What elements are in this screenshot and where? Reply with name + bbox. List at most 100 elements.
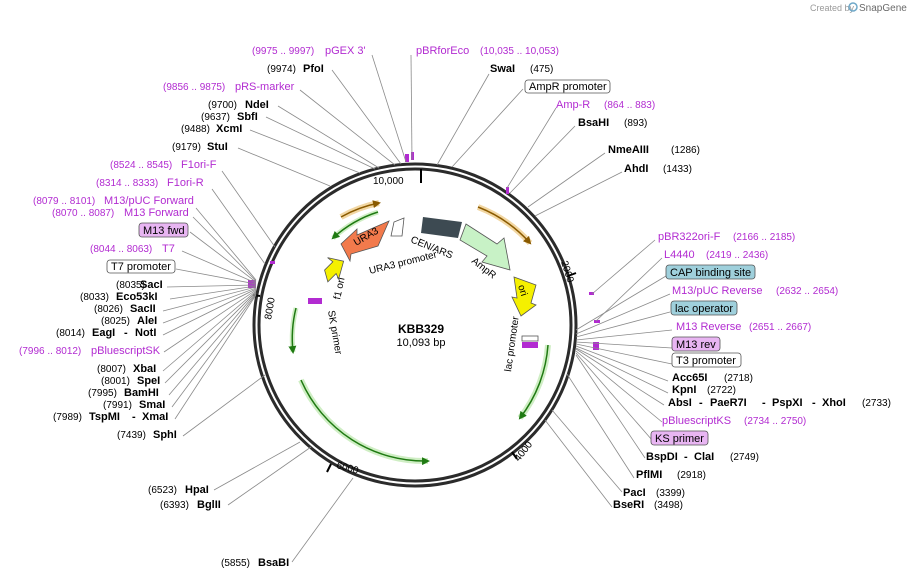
site-clai[interactable]: ClaI — [694, 451, 714, 463]
cen-ars-shape — [421, 217, 462, 238]
site-noti[interactable]: NotI — [135, 327, 156, 339]
tick-label-6000: 6000 — [335, 460, 360, 476]
primer-m13-puc-reverse[interactable]: M13/pUC Reverse — [672, 285, 762, 297]
site-xmai[interactable]: XmaI — [142, 411, 168, 423]
lac-operator-box[interactable] — [670, 300, 738, 316]
site-bsabi[interactable]: BsaBI — [258, 557, 289, 569]
site-xbai-pos: (8007) — [97, 364, 126, 375]
site-ndei[interactable]: NdeI — [245, 99, 269, 111]
primer-marker-f1orif — [270, 261, 275, 264]
site-alei-pos: (8025) — [101, 316, 130, 327]
site-nmeaiii[interactable]: NmeAIII — [608, 144, 649, 156]
site-paci[interactable]: PacI — [623, 487, 646, 499]
site-kpni-pos: (2722) — [707, 385, 736, 396]
arc-left-green — [288, 307, 297, 354]
site-xbai[interactable]: XbaI — [133, 363, 156, 375]
feature-ori[interactable]: ori — [511, 276, 537, 317]
site-pspxi[interactable]: PspXI — [772, 397, 803, 409]
site-xhoi-pos: (2733) — [862, 398, 891, 409]
site-pfoi[interactable]: PfoI — [303, 63, 324, 75]
plasmid-name: KBB329 — [398, 322, 444, 336]
watermark-brand: SnapGene — [859, 3, 907, 14]
site-spei[interactable]: SpeI — [137, 375, 160, 387]
cap-binding-site-label: CAP binding site — [670, 267, 751, 279]
site-bseri[interactable]: BseRI — [613, 499, 644, 511]
site-bspdi[interactable]: BspDI — [646, 451, 678, 463]
primer-pbr322ori-f[interactable]: pBR322ori-F — [658, 231, 721, 243]
site-tspmi[interactable]: TspMI — [89, 411, 120, 423]
right-labels: SwaI (475) AmpR promoter Amp-R (864 .. 8… — [490, 63, 891, 511]
site-sacii-pos: (8026) — [94, 304, 123, 315]
feature-ampr[interactable]: AmpR — [459, 223, 511, 281]
primer-m13-reverse[interactable]: M13 Reverse — [676, 321, 741, 333]
primer-markers — [248, 152, 600, 350]
site-sbfi[interactable]: SbfI — [237, 111, 258, 123]
ks-primer-box[interactable] — [650, 430, 709, 446]
primer-t7[interactable]: T7 — [162, 243, 175, 255]
site-stui[interactable]: StuI — [207, 141, 228, 153]
m13-rev-box[interactable] — [671, 336, 721, 352]
primer-pbluescriptks[interactable]: pBluescriptKS — [662, 415, 731, 427]
site-spei-pos: (8001) — [101, 376, 130, 387]
ura3-promoter-label: URA3 promoter — [368, 249, 439, 277]
primer-f1ori-r-pos: (8314 .. 8333) — [96, 178, 158, 189]
primer-pgex3[interactable]: pGEX 3' — [325, 45, 366, 57]
t7-promoter-box[interactable] — [106, 259, 176, 274]
primer-marker-left-cluster — [248, 280, 256, 288]
site-sphi-pos: (7439) — [117, 430, 146, 441]
primer-f1ori-r[interactable]: F1ori-R — [167, 177, 204, 189]
lac-operator-label: lac operator — [675, 303, 733, 315]
feature-sk-primer: SK primer — [325, 310, 344, 356]
cap-binding-site-box[interactable] — [665, 264, 756, 280]
site-paer7i[interactable]: PaeR7I — [710, 397, 747, 409]
site-sacii[interactable]: SacII — [130, 303, 156, 315]
site-swai-pos: (475) — [530, 64, 553, 75]
site-saci[interactable]: SacI — [140, 279, 163, 291]
site-pflmi[interactable]: PflMI — [636, 469, 662, 481]
site-sphi[interactable]: SphI — [153, 429, 177, 441]
f1-ori-arrow — [324, 257, 345, 283]
arc-ura3-green — [331, 211, 379, 240]
site-sbfi-pos: (9637) — [201, 112, 230, 123]
primer-m13-puc-forward-pos: (8079 .. 8101) — [33, 196, 95, 207]
primer-f1ori-f[interactable]: F1ori-F — [181, 159, 217, 171]
site-eagi[interactable]: EagI — [92, 327, 115, 339]
site-saci-pos: (8035) — [116, 280, 145, 291]
primer-m13-forward[interactable]: M13 Forward — [124, 207, 189, 219]
site-xcmi[interactable]: XcmI — [216, 123, 242, 135]
sk-primer-label: SK primer — [325, 310, 344, 356]
primer-pbluescriptsk[interactable]: pBluescriptSK — [91, 345, 161, 357]
site-smai[interactable]: SmaI — [139, 399, 165, 411]
site-ahdi[interactable]: AhdI — [624, 163, 648, 175]
primer-l4440[interactable]: L4440 — [664, 249, 695, 261]
site-acc65i[interactable]: Acc65I — [672, 372, 707, 384]
feature-f1-ori[interactable]: f1 ori — [319, 252, 350, 301]
primer-m13-puc-forward[interactable]: M13/pUC Forward — [104, 195, 194, 207]
site-pfoi-pos: (9974) — [267, 64, 296, 75]
site-bglii[interactable]: BglII — [197, 499, 221, 511]
site-alei[interactable]: AleI — [137, 315, 157, 327]
site-absi[interactable]: AbsI — [668, 397, 692, 409]
site-bamhi[interactable]: BamHI — [124, 387, 159, 399]
primer-pbrforeco[interactable]: pBRforEco — [416, 45, 469, 57]
primer-pbr322ori-f-pos: (2166 .. 2185) — [733, 232, 795, 243]
ampr-arrow — [459, 223, 511, 271]
ampr-promoter-box[interactable] — [524, 79, 611, 94]
primer-prs-marker[interactable]: pRS-marker — [235, 81, 295, 93]
primer-amp-r[interactable]: Amp-R — [556, 99, 590, 111]
site-xhoi[interactable]: XhoI — [822, 397, 846, 409]
site-hpai[interactable]: HpaI — [185, 484, 209, 496]
m13-fwd-label: M13 fwd — [143, 225, 185, 237]
site-bseri-pos: (3498) — [654, 500, 683, 511]
site-swai[interactable]: SwaI — [490, 63, 515, 75]
site-ahdi-pos: (1433) — [663, 164, 692, 175]
svg-text:-: - — [699, 397, 703, 409]
site-eco53ki[interactable]: Eco53kI — [116, 291, 158, 303]
t3-promoter-box[interactable] — [671, 352, 742, 368]
site-bsahi[interactable]: BsaHI — [578, 117, 609, 129]
site-kpni[interactable]: KpnI — [672, 384, 696, 396]
m13-fwd-box[interactable] — [138, 222, 189, 238]
primer-marker-sk-inner — [308, 298, 322, 304]
